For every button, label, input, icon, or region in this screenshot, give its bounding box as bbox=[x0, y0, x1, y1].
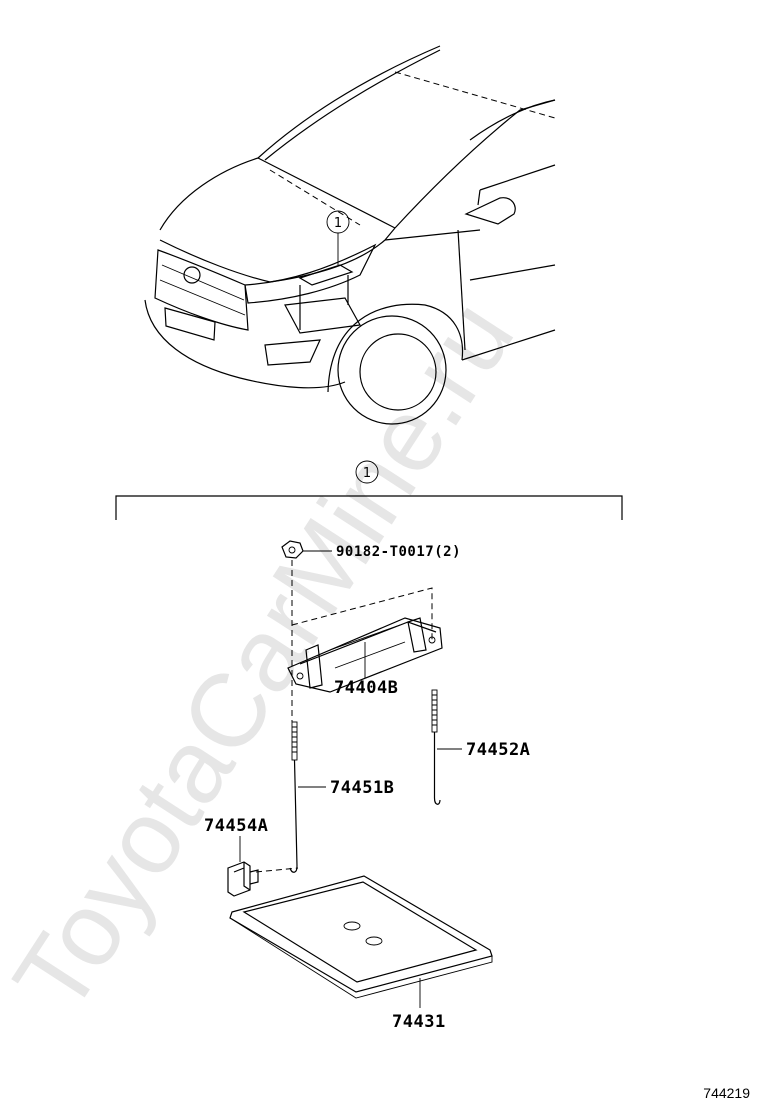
clamp-outline-dash bbox=[291, 587, 433, 640]
rod-left-shaft bbox=[289, 759, 298, 873]
rod-right-shaft bbox=[433, 732, 441, 805]
tray-outer bbox=[229, 875, 493, 993]
holder-part-number: 74454A bbox=[204, 816, 268, 836]
part-rod-right: 74452A bbox=[431, 689, 530, 805]
vehicle-headlight bbox=[244, 243, 377, 304]
vehicle-grille-inner bbox=[159, 264, 246, 316]
vehicle-roof-hidden bbox=[394, 71, 556, 119]
clamp-rib-left bbox=[305, 644, 323, 689]
part-holder: 74454A bbox=[204, 816, 268, 897]
rod-left-thread bbox=[291, 721, 298, 761]
clamp-hole-left bbox=[296, 672, 304, 680]
vehicle-hood-line bbox=[269, 169, 361, 226]
rod-right-thread bbox=[431, 689, 438, 733]
clamp-hole-right bbox=[428, 636, 436, 644]
clamp-center-channel bbox=[329, 624, 406, 669]
rod-right-thread-marks bbox=[432, 694, 437, 726]
vehicle-overview: 1 bbox=[144, 45, 556, 425]
vehicle-wheel-inner bbox=[359, 333, 437, 411]
vehicle-door-line bbox=[457, 229, 466, 351]
vehicle-mirror bbox=[464, 197, 516, 225]
vehicle-hood-left bbox=[159, 157, 259, 231]
vehicle-a-pillar bbox=[394, 99, 556, 229]
tray-part-number: 74431 bbox=[392, 1012, 446, 1032]
vehicle-wheel-arch bbox=[327, 303, 464, 393]
watermark: ToyotaCarMine.ru bbox=[0, 281, 536, 1033]
nut-part-number: 90182-T0017(2) bbox=[336, 544, 461, 560]
vehicle-windshield-top bbox=[264, 49, 441, 161]
clamp-part-number: 74404B bbox=[334, 678, 398, 698]
alignment-lines bbox=[255, 560, 433, 873]
part-clamp: 74404B bbox=[287, 617, 443, 698]
clamp-rib-right bbox=[407, 617, 427, 653]
assembly-bracket-line bbox=[115, 495, 623, 520]
vehicle-plate bbox=[164, 307, 216, 341]
tray-hole-2 bbox=[365, 936, 383, 946]
vehicle-fog-lamp bbox=[264, 339, 321, 366]
assembly-callout-number: 1 bbox=[363, 466, 371, 481]
vehicle-emblem bbox=[183, 266, 201, 284]
holder-body bbox=[227, 861, 251, 897]
part-tray: 74431 bbox=[229, 875, 493, 1032]
watermark-text: ToyotaCarMine.ru bbox=[0, 281, 536, 1033]
vehicle-callout-number: 1 bbox=[334, 216, 342, 231]
tray-hole-1 bbox=[343, 921, 361, 931]
clamp-body bbox=[287, 617, 443, 693]
rod-to-holder-dash bbox=[255, 867, 299, 873]
assembly-bracket: 1 bbox=[115, 460, 623, 520]
vehicle-roof bbox=[257, 45, 441, 159]
tray-lip bbox=[229, 917, 493, 999]
vehicle-callout-circle bbox=[326, 210, 350, 234]
holder-face bbox=[233, 862, 251, 891]
vehicle-hood-right bbox=[384, 227, 396, 241]
battery-clamp-small bbox=[298, 264, 354, 286]
holder-clip bbox=[249, 869, 259, 885]
vehicle-windshield-base bbox=[257, 157, 396, 229]
battery-location bbox=[284, 264, 361, 334]
vehicle-side-line bbox=[384, 229, 556, 361]
vehicle-side-window bbox=[469, 99, 556, 206]
vehicle-bumper bbox=[144, 299, 346, 389]
part-rod-left: 74451B bbox=[289, 721, 394, 873]
nut-icon-hole bbox=[288, 546, 296, 554]
vehicle-hood-front bbox=[159, 239, 386, 283]
battery-tray-small bbox=[284, 297, 361, 334]
vehicle-grille bbox=[154, 249, 249, 331]
rod-left-thread-marks bbox=[292, 726, 297, 753]
tray-inner bbox=[242, 881, 478, 983]
rod-left-part-number: 74451B bbox=[330, 778, 394, 798]
assembly-callout-circle bbox=[355, 460, 379, 484]
figure-number: 744219 bbox=[703, 1085, 750, 1101]
vehicle-wheel-outer bbox=[337, 315, 447, 425]
part-nut: 90182-T0017(2) bbox=[281, 540, 461, 560]
rod-right-part-number: 74452A bbox=[466, 740, 530, 760]
